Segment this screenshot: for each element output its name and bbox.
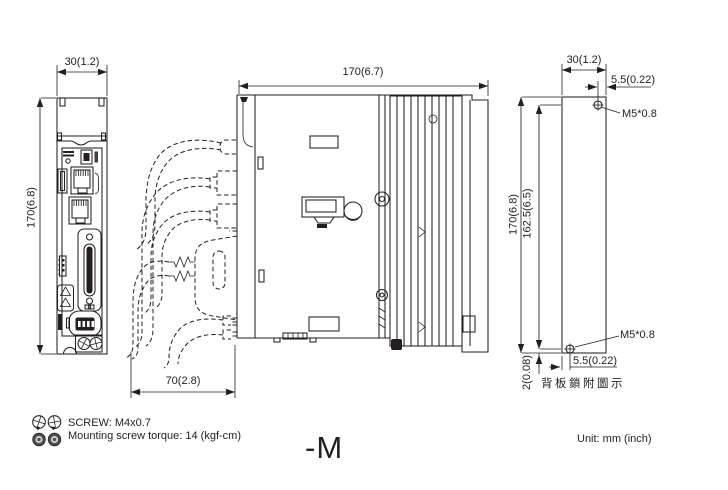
front-width-dim-label: 30(1.2): [64, 56, 100, 68]
front-width-dimension: [56, 65, 108, 96]
phillips-screw-icon: [32, 415, 46, 431]
torque-spec-text: Mounting screw torque: 14 (kgf-cm): [68, 430, 242, 442]
rear-bottom-offset-dimension: [549, 354, 617, 371]
rear-bracket: [461, 94, 489, 353]
power-cable-dashed: [163, 315, 237, 369]
lan-cable-2-dashed: [144, 203, 237, 314]
rj45-port-1: [70, 166, 94, 195]
top-thread-leader: [600, 106, 621, 114]
assembly-screw-rod: [374, 95, 390, 338]
front-tab-screw: [240, 97, 248, 102]
heatsink-foot: [391, 339, 402, 350]
knurled-screw-icon: [32, 432, 46, 447]
front-bottom-screws: [74, 334, 103, 353]
side-view: [125, 80, 489, 398]
model-suffix-text: -M: [305, 430, 344, 465]
phillips-screw-icon: [47, 415, 62, 431]
front-panel: [61, 147, 103, 337]
port-group-bracket: [94, 172, 99, 195]
bottom-plate: [308, 316, 340, 332]
rear-top-offset-dimension: [585, 81, 651, 100]
bottom-connector-edge: [273, 332, 317, 343]
rear-mounting-view: [517, 64, 651, 374]
lan-cable-1-dashed: [133, 170, 237, 349]
rear-top-thread-label: M5*0.8: [622, 108, 657, 120]
rear-bottom-edge-dim-label: 2(0.08): [521, 355, 533, 390]
front-body-outline: [56, 97, 108, 355]
aux-connector: [58, 255, 67, 277]
knurled-screw-icon: [47, 432, 62, 447]
warning-label-icon: [56, 284, 75, 312]
vent-slot: [257, 156, 264, 170]
rear-top-offset-dim-label: 5.5(0.22): [611, 74, 656, 86]
rear-bottom-thread-label: M5*0.8: [620, 329, 655, 341]
screw-spec-text: SCREW: M4x0.7: [68, 417, 151, 429]
rear-height-dim-label: 170(6.8): [507, 194, 520, 235]
front-height-dimension: [36, 97, 56, 355]
rear-view-caption: 背板鎖附圖示: [541, 378, 625, 390]
name-plate: [309, 135, 339, 149]
heatsink-fins: [389, 95, 463, 347]
rear-hole-pitch-dim-label: 162.5(6.5): [521, 188, 534, 239]
bottom-notch: [62, 346, 78, 355]
rear-hole-pitch-dimension: [535, 104, 561, 350]
indicator-window: [57, 168, 68, 194]
bottom-mounting-hole-icon: [564, 343, 576, 355]
mounting-screw-icons: [32, 415, 62, 447]
side-depth-dimension: [238, 80, 489, 96]
top-mounting-hole-icon: [592, 99, 604, 111]
side-depth-dim-label: 170(6.7): [342, 66, 384, 78]
rear-bottom-offset-dim-label: 5.5(0.22): [573, 355, 618, 367]
front-view: [36, 65, 108, 355]
front-height-dim-label: 170(6.8): [25, 187, 38, 228]
rear-plate-outline: [561, 96, 607, 354]
rear-width-dimension: [561, 64, 607, 95]
setting-switch-icon: [63, 151, 74, 164]
front-clearance-dimension: [130, 345, 236, 398]
cn1-plug-dashed: [125, 230, 238, 360]
rj45-port-2: [68, 196, 92, 225]
power-connector: [58, 310, 102, 337]
vent-slot: [258, 269, 265, 283]
bottom-thread-leader: [574, 335, 620, 348]
front-clearance-dim-label: 70(2.8): [165, 375, 201, 387]
side-io-connector: [301, 196, 363, 228]
rear-width-dim-label: 30(1.2): [566, 54, 602, 66]
cn1-connector: [77, 228, 102, 312]
mini-usb-port: [80, 149, 98, 165]
rear-height-dimension: [517, 96, 561, 354]
unit-note-text: Unit: mm (inch): [577, 433, 652, 445]
